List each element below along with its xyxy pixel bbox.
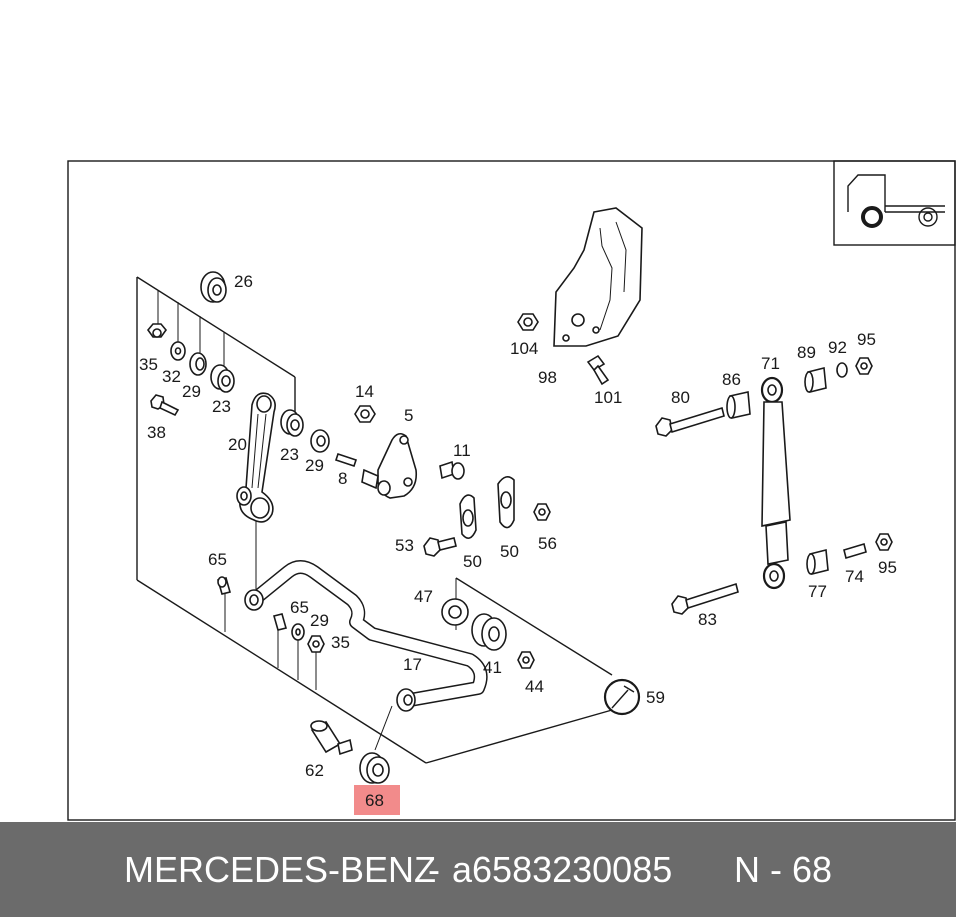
label-35b: 35 — [331, 633, 350, 652]
label-41: 41 — [483, 658, 502, 677]
label-50a: 50 — [463, 552, 482, 571]
caption-part-number: a6583230085 — [452, 848, 673, 890]
label-89: 89 — [797, 343, 816, 362]
part-44-nut — [517, 651, 535, 669]
part-95-nut-a — [855, 357, 873, 375]
part-98-bracket — [553, 207, 643, 347]
part-8-pin — [334, 452, 358, 468]
label-47: 47 — [414, 587, 433, 606]
part-59-wrench-symbol — [603, 678, 641, 716]
label-95a: 95 — [857, 330, 876, 349]
part-62-pin — [310, 720, 353, 756]
diagram-border — [67, 160, 956, 821]
part-17-stabilizer-bar — [244, 560, 488, 712]
label-95b: 95 — [878, 558, 897, 577]
part-29-washer — [189, 352, 207, 376]
part-77-bushing — [806, 548, 829, 576]
label-71: 71 — [761, 354, 780, 373]
label-65a: 65 — [208, 550, 227, 569]
label-92: 92 — [828, 338, 847, 357]
label-29c: 29 — [310, 611, 329, 630]
part-29-washer-b — [310, 429, 330, 453]
label-23a: 23 — [212, 397, 231, 416]
label-53: 53 — [395, 536, 414, 555]
label-38: 38 — [147, 423, 166, 442]
caption-bar: MERCEDES-BENZ - a6583230085 N - 68 — [0, 822, 956, 917]
part-92-washer — [836, 362, 848, 378]
part-41-bushing — [471, 613, 507, 651]
label-77: 77 — [808, 582, 827, 601]
part-83-bolt — [671, 582, 739, 615]
part-5-bracket — [361, 432, 418, 499]
label-86: 86 — [722, 370, 741, 389]
label-80: 80 — [671, 388, 690, 407]
part-11-bolt — [439, 460, 465, 480]
part-89-bushing — [804, 366, 827, 394]
part-86-bushing — [726, 391, 751, 419]
part-38-bolt — [150, 394, 180, 417]
label-68: 68 — [365, 791, 384, 810]
label-35a: 35 — [139, 355, 158, 374]
part-29-washer-c — [291, 623, 305, 641]
label-26: 26 — [234, 272, 253, 291]
label-83: 83 — [698, 610, 717, 629]
caption-position-number: N - 68 — [734, 848, 833, 890]
label-65b: 65 — [290, 598, 309, 617]
part-95-nut-b — [875, 533, 893, 551]
part-26-bushing — [200, 271, 227, 303]
part-47-lock-washer — [441, 598, 469, 626]
part-104-nut — [517, 313, 539, 331]
label-17: 17 — [403, 655, 422, 674]
label-11: 11 — [453, 441, 471, 460]
vehicle-position-thumbnail — [833, 160, 956, 246]
diagram-svg: 26 35 32 29 23 38 20 23 29 8 14 5 11 104… — [67, 160, 956, 821]
label-50b: 50 — [500, 542, 519, 561]
caption-brand: MERCEDES-BENZ — [124, 848, 437, 890]
part-50-clamp-b — [497, 476, 515, 529]
part-35-nut — [146, 323, 168, 338]
part-65-bushing-a — [217, 576, 231, 595]
caption-separator: - — [428, 848, 440, 890]
part-23-bushing-b — [280, 409, 304, 437]
part-number-labels: 26 35 32 29 23 38 20 23 29 8 14 5 11 104… — [139, 272, 897, 780]
part-56-nut — [533, 503, 551, 521]
part-65-bushing-b — [273, 613, 287, 631]
part-68-bushing — [359, 752, 390, 784]
label-56: 56 — [538, 534, 557, 553]
part-23-bushing-a — [210, 364, 235, 393]
part-20-link — [236, 392, 276, 523]
label-14: 14 — [355, 382, 374, 401]
label-5: 5 — [404, 406, 413, 425]
part-74-sleeve — [843, 542, 867, 560]
highlighted-part-label: 68 — [354, 785, 400, 815]
label-98: 98 — [538, 368, 557, 387]
part-80-bolt — [655, 406, 725, 437]
label-44: 44 — [525, 677, 544, 696]
part-14-nut — [354, 405, 376, 423]
part-53-bolt — [423, 537, 457, 557]
part-71-shock-absorber — [760, 376, 791, 590]
label-62: 62 — [305, 761, 324, 780]
part-50-clamp-a — [459, 494, 477, 539]
label-29a: 29 — [182, 382, 201, 401]
label-20: 20 — [228, 435, 247, 454]
label-59: 59 — [646, 688, 665, 707]
part-32-washer — [170, 341, 186, 361]
label-104: 104 — [510, 339, 538, 358]
label-32: 32 — [162, 367, 181, 386]
part-101-bolt — [586, 354, 610, 386]
label-74: 74 — [845, 567, 864, 586]
label-29b: 29 — [305, 456, 324, 475]
label-23b: 23 — [280, 445, 299, 464]
label-8: 8 — [338, 469, 347, 488]
part-35-nut-b — [307, 635, 325, 653]
label-101: 101 — [594, 388, 622, 407]
